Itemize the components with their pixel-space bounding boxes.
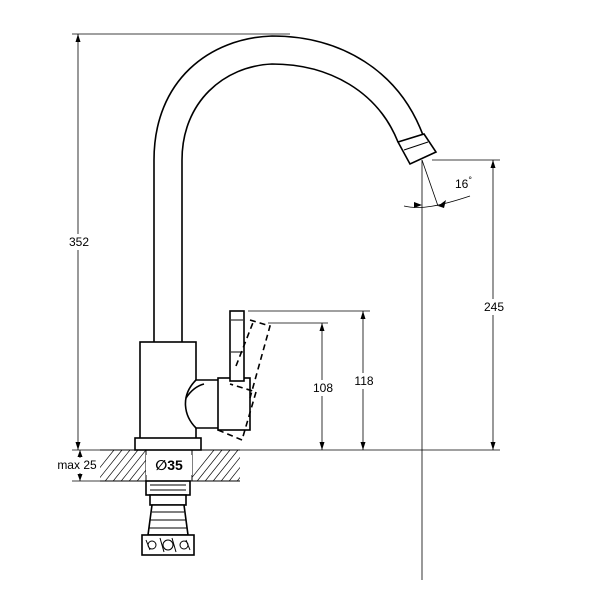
dimension-108-label: 108 <box>313 381 333 395</box>
dimension-108: 108 <box>308 323 338 450</box>
spout-angle-label: 16° <box>455 175 472 191</box>
dimension-118: 118 <box>348 311 378 450</box>
dimension-118-label: 118 <box>354 374 373 388</box>
spout-angle-indicator: 16° <box>403 159 472 580</box>
dimension-245: 245 <box>480 160 510 450</box>
base-diameter-label: ∅35 <box>155 457 183 473</box>
mounting-fitting <box>141 480 195 556</box>
base-diameter: ∅35 <box>146 455 192 475</box>
dimension-max-25-label: max 25 <box>57 458 97 472</box>
dimension-245-label: 245 <box>484 300 504 314</box>
dimension-352: 352 <box>64 34 94 450</box>
dimension-max-25: max 25 <box>52 450 100 481</box>
extension-lines <box>72 33 500 482</box>
faucet-body <box>134 35 438 451</box>
dimension-352-label: 352 <box>69 235 89 249</box>
